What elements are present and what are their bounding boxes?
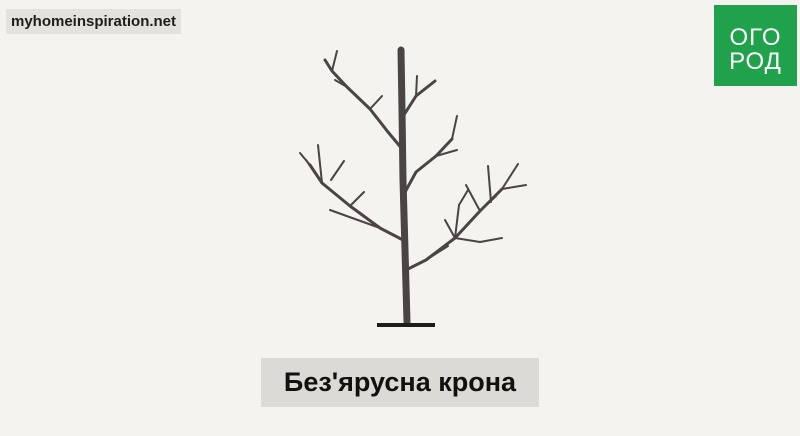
caption-label: Без'ярусна крона [261,358,539,407]
ogorod-logo-icon: ОГО РОД [729,24,782,75]
watermark-label: myhomeinspiration.net [6,9,182,34]
bare-tree-icon [299,46,527,327]
logo-line-2: РОД [729,48,782,75]
logo-line-1: ОГО [730,24,782,51]
ground-line-icon [377,323,435,327]
ogorod-logo: ОГО РОД [714,5,797,86]
